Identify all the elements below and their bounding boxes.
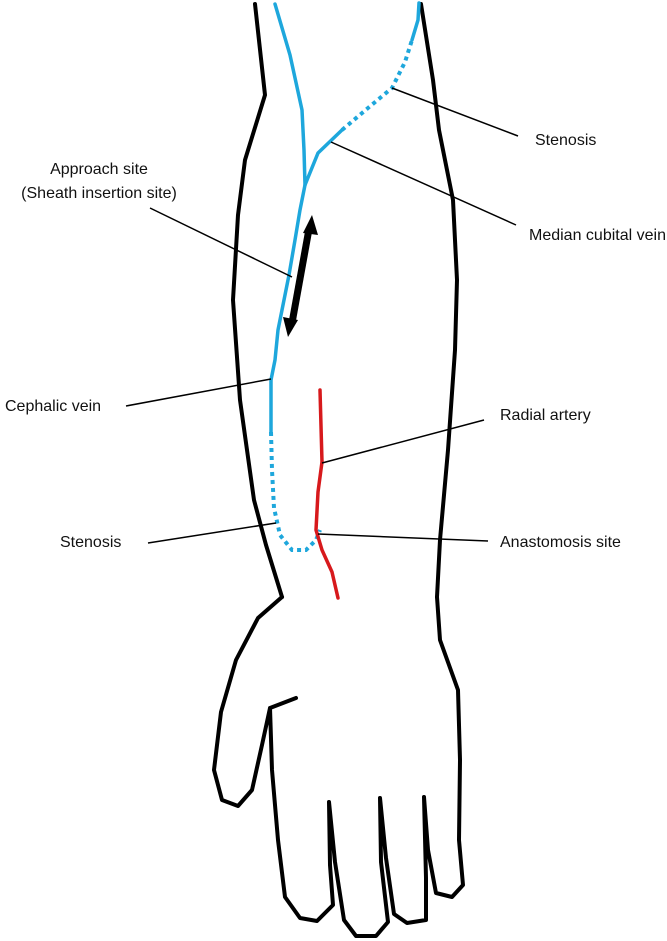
hand-outline	[212, 595, 465, 938]
leader-approach-site	[149, 207, 293, 278]
leader-radial-artery	[321, 419, 485, 464]
upper-vein-segment	[410, 1, 421, 42]
sheath-arrow-head-bottom	[283, 317, 298, 337]
label-median-cubital-vein: Median cubital vein	[529, 227, 666, 244]
label-approach-site-line2: (Sheath insertion site)	[21, 185, 177, 202]
label-anastomosis-site: Anastomosis site	[500, 534, 621, 551]
leader-stenosis-lower	[147, 522, 277, 544]
sheath-arrow-shaft	[288, 228, 313, 324]
label-approach-site-line1: Approach site	[50, 161, 148, 178]
sheath-arrow-head-top	[303, 215, 318, 235]
arm-outline-right	[419, 2, 459, 599]
cephalic-vein-stenosis-dotted	[269, 431, 322, 552]
arm-outline-left	[231, 2, 284, 599]
leader-anastomosis-site	[317, 533, 489, 542]
label-cephalic-vein: Cephalic vein	[5, 398, 102, 415]
label-stenosis-upper: Stenosis	[535, 132, 597, 149]
label-stenosis-lower: Stenosis	[60, 534, 122, 551]
leader-cephalic-vein	[125, 378, 272, 407]
radial-artery	[314, 388, 340, 600]
leader-stenosis-upper	[391, 87, 519, 137]
cephalic-vein	[269, 2, 307, 434]
median-cubital-vein-stenosis-dotted	[340, 39, 414, 132]
leader-median-cubital-vein	[330, 141, 517, 226]
median-cubital-vein	[303, 128, 344, 187]
label-approach-site: Approach site (Sheath insertion site)	[0, 160, 198, 204]
label-radial-artery: Radial artery	[500, 407, 591, 424]
